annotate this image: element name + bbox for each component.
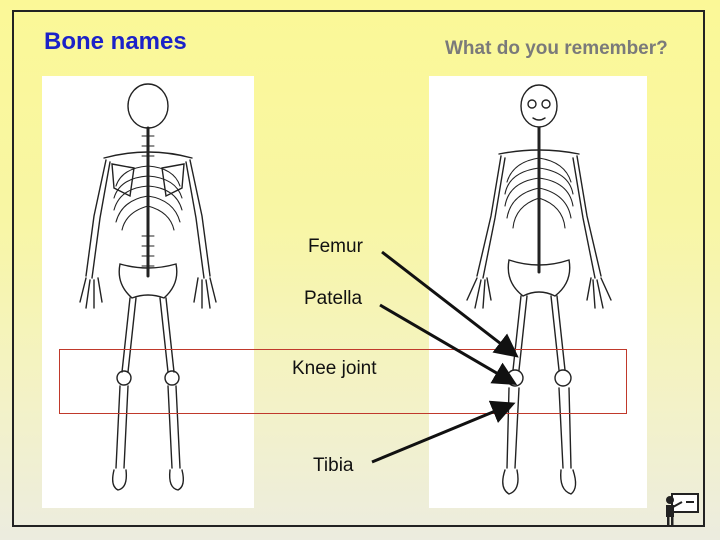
skeleton-front-icon — [466, 84, 612, 495]
right-skeleton-panel — [429, 76, 647, 508]
slide-subtitle: What do you remember? — [445, 38, 668, 59]
left-skeleton-panel — [42, 76, 254, 508]
teacher-board-icon — [664, 492, 700, 531]
arrow-tibia — [371, 400, 516, 464]
skeleton-back-icon — [79, 83, 217, 491]
label-femur: Femur — [308, 236, 363, 257]
arrow-patella — [379, 303, 518, 386]
label-patella: Patella — [304, 288, 363, 309]
slide-title: Bone names — [44, 28, 187, 55]
label-tibia: Tibia — [313, 455, 354, 476]
slide-frame — [12, 10, 705, 527]
arrow-femur — [381, 250, 519, 358]
label-knee-joint: Knee joint — [292, 358, 377, 379]
knee-highlight-box — [59, 349, 627, 414]
